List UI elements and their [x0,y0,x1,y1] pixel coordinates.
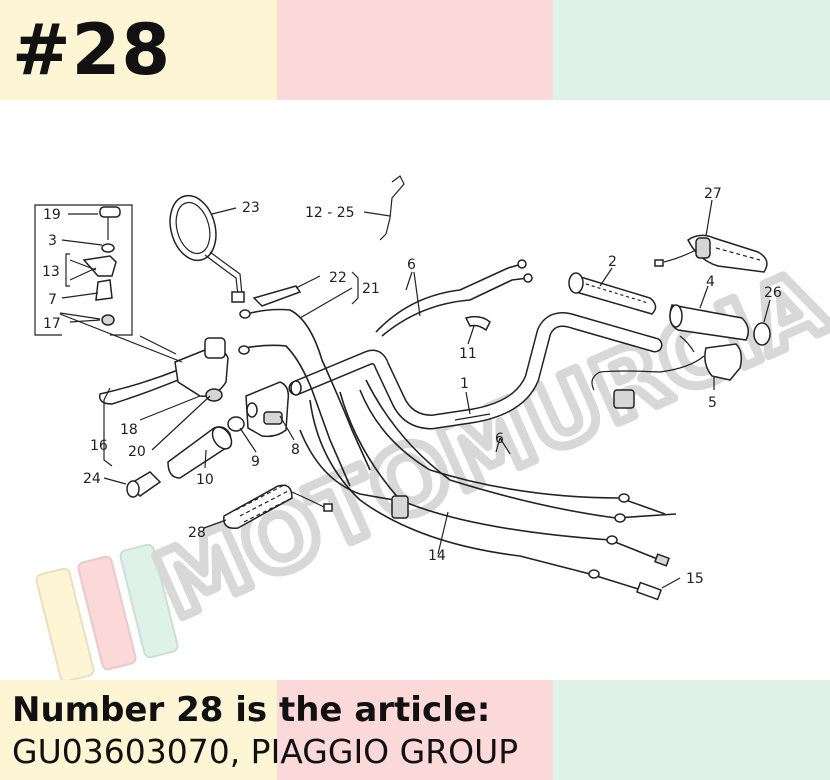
label-15: 15 [686,571,704,587]
band-yellow [0,680,277,780]
label-9: 9 [251,454,260,470]
caption-title: Number 28 is the article: [12,690,491,730]
long-cables [299,379,677,601]
label-2: 2 [608,254,617,270]
label-28: 28 [188,525,206,541]
handlebar [288,312,663,430]
part-labels: 19 3 13 7 17 23 12 - 25 22 21 6 2 27 4 2… [42,186,782,587]
label-11: 11 [459,346,477,362]
label-1: 1 [460,376,469,392]
band-pink [276,0,554,100]
label-16: 16 [90,438,108,454]
label-6-mid: 6 [495,431,504,447]
label-5: 5 [708,395,717,411]
label-17: 17 [43,316,61,332]
mirror [169,194,245,303]
label-19: 19 [43,207,61,223]
band-mint [553,680,830,780]
throttle-housing [669,304,749,341]
header-band [0,0,830,100]
label-10: 10 [196,472,214,488]
label-20: 20 [128,444,146,460]
label-18: 18 [120,422,138,438]
label-13: 13 [42,264,60,280]
throttle-cables-top [375,259,533,337]
caption-article: GU03603070, PIAGGIO GROUP [12,732,519,771]
lever-bracket-detail [34,204,133,336]
page-title: #28 [12,9,172,91]
leader-lines [61,199,771,589]
hook-part [379,175,405,241]
switch-cover [252,285,302,307]
band-pink [276,680,554,780]
clutch-cables [238,308,371,487]
cable-clip [464,315,491,332]
band-mint [553,0,830,100]
parts-diagram: MOTOMURCIA [34,175,830,680]
ring [753,322,771,346]
label-6-top: 6 [407,257,416,273]
label-26: 26 [764,285,782,301]
label-24: 24 [83,471,101,487]
left-switch [245,381,290,438]
label-14: 14 [428,548,446,564]
label-27: 27 [704,186,722,202]
label-4: 4 [706,274,715,290]
label-23: 23 [242,200,260,216]
label-21: 21 [362,281,380,297]
left-lever [59,313,229,405]
left-grip [167,416,245,479]
bar-end-weight [126,471,162,498]
footer-band [0,680,830,780]
throttle-grip [568,272,657,315]
right-heated-grip [654,234,768,273]
label-7: 7 [48,292,57,308]
right-switch [591,335,743,409]
label-22: 22 [329,270,347,286]
heated-grip [223,483,333,529]
band-yellow [0,0,277,100]
label-12-25: 12 - 25 [305,205,355,221]
label-8: 8 [291,442,300,458]
label-3: 3 [48,233,57,249]
watermark-text: MOTOMURCIA [140,249,830,640]
